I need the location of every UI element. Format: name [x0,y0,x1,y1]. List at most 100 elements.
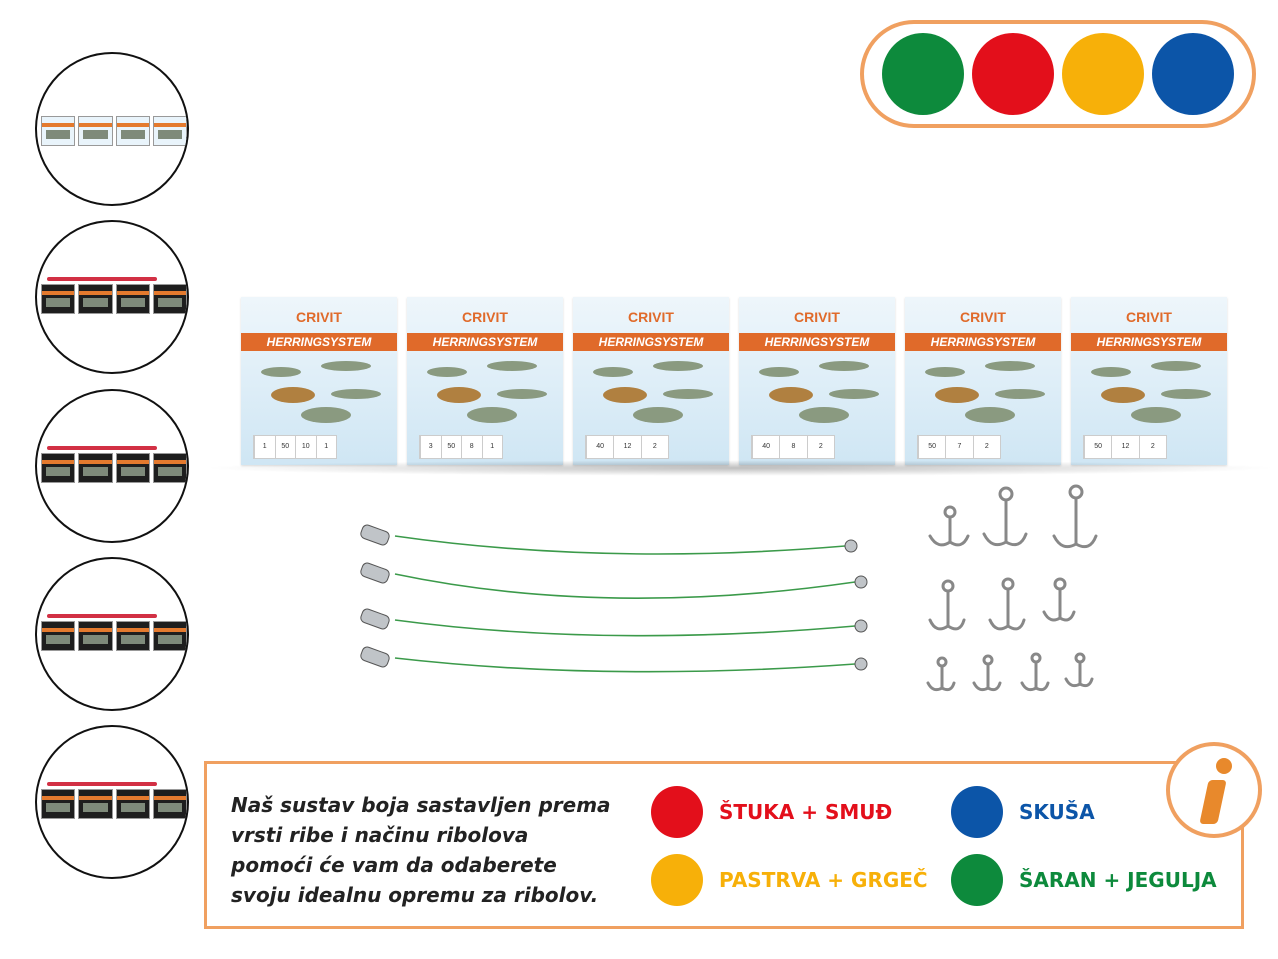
fish-icon [1091,367,1131,377]
wire-leader-icon [394,535,856,673]
color-selector [860,20,1256,128]
legend-dot-yellow [651,854,703,906]
fish-icon [1101,387,1145,403]
legend-label: ŠTUKA + SMUĐ [719,800,893,824]
rod-icon [47,614,157,618]
legend-label: ŠARAN + JEGULJA [1019,868,1217,892]
treble-hooks-illustration [926,484,1098,692]
legend-label: SKUŠA [1019,800,1095,824]
fish-icon [663,389,713,399]
color-dot-blue[interactable] [1152,33,1234,115]
treble-hook-icon [926,656,956,692]
thumbnail-variant-4[interactable] [35,557,189,711]
fish-icon [1161,389,1211,399]
thumbnail-variant-3[interactable] [35,389,189,543]
treble-hook-icon [1052,484,1098,549]
pack-title: HERRINGSYSTEM [1071,333,1227,351]
crivit-logo: CRIVIT [794,309,840,325]
fish-icon [819,361,869,371]
fish-icon [769,387,813,403]
shelf-shadow [200,460,1278,476]
fish-icon [321,361,371,371]
legend-item-mackerel: SKUŠA [951,786,1095,838]
treble-hook-icon [988,577,1026,631]
legend-item-trout-perch: PASTRVA + GRGEČ [651,854,928,906]
fish-icon [995,389,1045,399]
thumbnail-variant-5[interactable] [35,725,189,879]
treble-hook-icon [982,486,1028,547]
fish-icon [799,407,849,423]
thumbnail-packs [41,789,187,819]
rod-icon [47,446,157,450]
rod-icon [47,782,157,786]
fish-icon [985,361,1035,371]
fish-icon [829,389,879,399]
treble-hook-icon [1042,577,1076,622]
info-description: Naš sustav boja sastavljen prema vrsti r… [231,793,611,907]
treble-hook-icon [1064,652,1094,688]
fish-icon [653,361,703,371]
crivit-logo: CRIVIT [462,309,508,325]
fish-icon [497,389,547,399]
fish-icon [1151,361,1201,371]
treble-hook-icon [972,654,1002,692]
rod-icon [47,277,157,281]
fish-icon [487,361,537,371]
thumbnail-packs [41,284,187,314]
treble-hook-icon [928,505,970,547]
fish-icon [467,407,517,423]
fish-icon [437,387,481,403]
legend-label: PASTRVA + GRGEČ [719,868,928,892]
fish-icon [331,389,381,399]
pack-title: HERRINGSYSTEM [905,333,1061,351]
fish-icon [593,367,633,377]
fish-icon [935,387,979,403]
fish-icon [925,367,965,377]
fish-icon [603,387,647,403]
crivit-logo: CRIVIT [1126,309,1172,325]
fish-icon [759,367,799,377]
pack-title: HERRINGSYSTEM [573,333,729,351]
fish-icon [261,367,301,377]
legend-item-pike-zander: ŠTUKA + SMUĐ [651,786,892,838]
treble-hook-icon [928,579,966,631]
crivit-logo: CRIVIT [960,309,1006,325]
legend-dot-green [951,854,1003,906]
thumbnail-packs [41,453,187,483]
thumbnail-packs [41,116,187,146]
fish-icon [301,407,351,423]
pack-title: HERRINGSYSTEM [241,333,397,351]
color-dot-yellow[interactable] [1062,33,1144,115]
wire-leaders-illustration [360,524,868,673]
fish-icon [427,367,467,377]
pack-title: HERRINGSYSTEM [407,333,563,351]
crivit-logo: CRIVIT [296,309,342,325]
legend-dot-red [651,786,703,838]
color-dot-green[interactable] [882,33,964,115]
treble-hook-icon [1020,652,1050,692]
legend-item-carp-eel: ŠARAN + JEGULJA [951,854,1217,906]
fish-icon [965,407,1015,423]
thumbnail-variant-1[interactable] [35,52,189,206]
info-icon[interactable] [1166,742,1262,838]
pack-title: HERRINGSYSTEM [739,333,895,351]
thumbnail-packs [41,621,187,651]
fish-icon [1131,407,1181,423]
fish-icon [271,387,315,403]
legend-dot-blue [951,786,1003,838]
color-dot-red[interactable] [972,33,1054,115]
thumbnail-variant-2[interactable] [35,220,189,374]
